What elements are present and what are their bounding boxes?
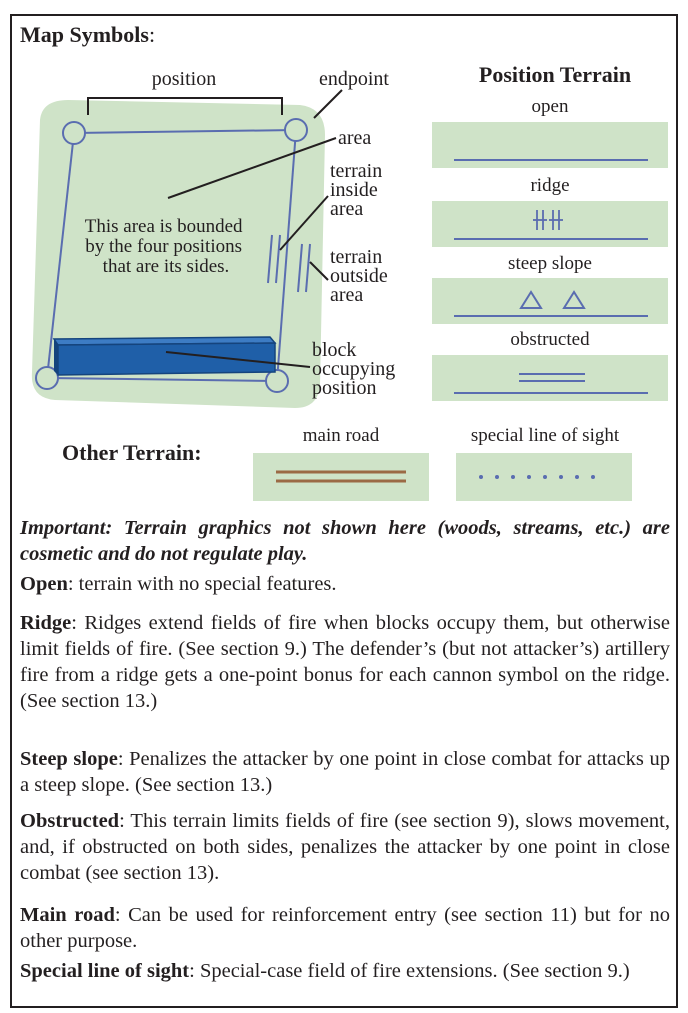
triangle-icon	[519, 290, 543, 309]
endpoint-leader	[313, 89, 343, 119]
terrain-outside-tick	[297, 243, 303, 293]
endpoint-circle	[265, 369, 289, 393]
block-label: block occupying position	[312, 339, 400, 399]
line-of-sight-label: special line of sight	[470, 425, 620, 446]
line-of-sight-paragraph: Special line of sight: Special-case fiel…	[20, 960, 630, 982]
important-note: Important: Terrain graphics not shown he…	[20, 517, 670, 565]
ridge-swatch	[432, 201, 668, 247]
position-right	[276, 129, 297, 382]
terrain-inside-tick	[275, 234, 281, 284]
triangle-icon	[562, 290, 586, 309]
terrain-inside-tick	[267, 234, 273, 284]
block	[57, 342, 276, 376]
position-top	[73, 129, 297, 134]
terrain-inside-label: terrain inside area	[330, 160, 387, 220]
ridge-label: ridge	[530, 175, 570, 196]
block-front	[54, 339, 58, 375]
steep-slope-paragraph: Steep slope: Penalizes the attacker by o…	[20, 748, 671, 796]
dotted-line	[479, 475, 595, 479]
main-road-label: main road	[302, 425, 380, 446]
position-bottom	[46, 377, 278, 382]
endpoint-circle	[35, 366, 59, 390]
block-leader	[165, 351, 311, 368]
obstructed-paragraph: Obstructed: This terrain limits fields o…	[20, 810, 670, 884]
terrain-outside-tick	[305, 243, 311, 293]
area-label: area	[338, 127, 371, 149]
area-fill	[31, 100, 325, 408]
steep-slope-swatch	[432, 278, 668, 324]
terrain-outside-leader	[309, 261, 329, 281]
bounded-text: This area is bounded by the four positio…	[85, 216, 248, 277]
endpoint-circle	[62, 121, 86, 145]
area-leader	[167, 137, 337, 199]
ridge-paragraph: Ridge: Ridges extend fields of fire when…	[20, 612, 670, 712]
terrain-inside-leader	[279, 195, 329, 251]
other-terrain-title: Other Terrain:	[62, 440, 202, 465]
steep-slope-label: steep slope	[508, 253, 592, 274]
frame-bottom	[10, 1006, 678, 1008]
page-frame	[10, 14, 678, 1007]
open-paragraph: Open: terrain with no special features.	[20, 573, 337, 595]
terrain-outside-label: terrain outside area	[330, 246, 393, 306]
open-swatch	[432, 122, 668, 168]
position-label: position	[152, 68, 216, 90]
main-road-swatch	[253, 453, 429, 501]
main-road-paragraph: Main road: Can be used for reinforcement…	[20, 904, 670, 952]
endpoint-circle	[284, 118, 308, 142]
page-title: Map Symbols:	[20, 22, 156, 47]
position-terrain-title: Position Terrain	[478, 62, 632, 87]
open-label: open	[531, 96, 569, 117]
obstructed-label: obstructed	[510, 329, 590, 350]
position-bracket	[87, 97, 283, 115]
cannon-icon	[533, 210, 563, 230]
obstructed-swatch	[432, 355, 668, 401]
position-left	[46, 132, 75, 379]
endpoint-label: endpoint	[319, 68, 389, 90]
